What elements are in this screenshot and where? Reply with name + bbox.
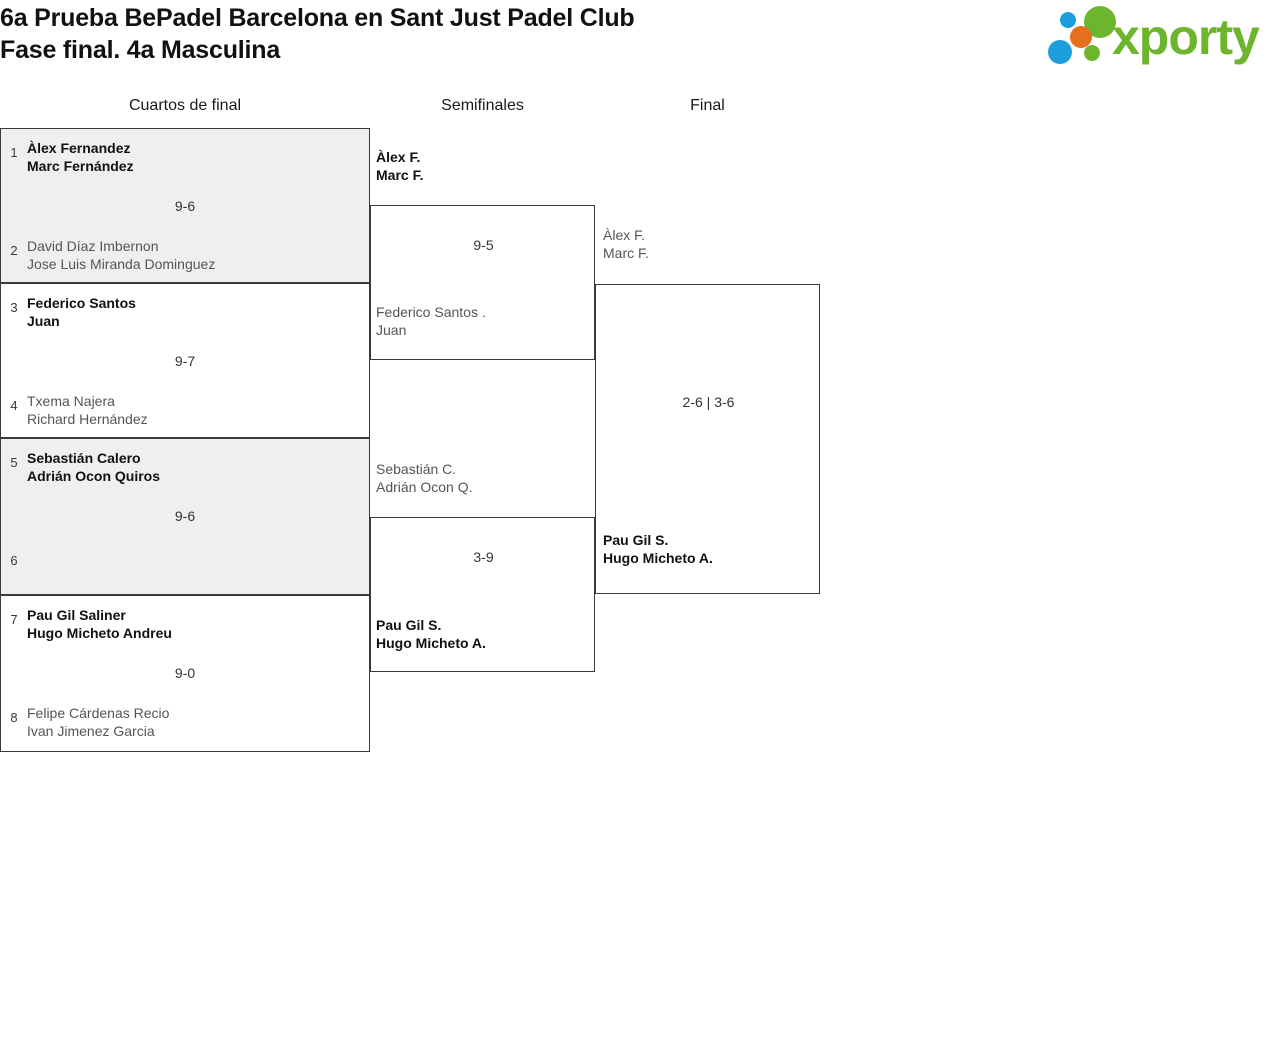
round-header-semifinals: Semifinales [441, 97, 524, 114]
semifinal-1-team-bottom: Federico Santos . Juan [376, 303, 591, 339]
player-name: Federico Santos . [376, 304, 486, 320]
match-score: 9-6 [174, 198, 196, 214]
final-team-top: Àlex F. Marc F. [603, 226, 818, 262]
tournament-title: 6a Prueba BePadel Barcelona en Sant Just… [0, 2, 960, 66]
team-top: Àlex Fernandez Marc Fernández [27, 139, 361, 175]
player-name: Pau Gil Saliner [27, 607, 126, 623]
seed-number: 4 [10, 398, 18, 413]
match-score: 9-0 [174, 665, 196, 681]
player-name: Pau Gil S. [603, 532, 669, 548]
logo-dot-green-small [1084, 45, 1100, 61]
xporty-logo[interactable]: xporty [1046, 6, 1276, 70]
player-name: Àlex F. [376, 149, 421, 165]
player-name: Pau Gil S. [376, 617, 442, 633]
player-name: Marc Fernández [27, 158, 134, 174]
match-score: 9-6 [174, 508, 196, 524]
player-name: Federico Santos [27, 295, 136, 311]
seed-number: 1 [10, 145, 18, 160]
seed-number: 2 [10, 243, 18, 258]
team-top: Pau Gil Saliner Hugo Micheto Andreu [27, 606, 361, 642]
match-score: 2-6 | 3-6 [682, 394, 735, 410]
player-name: Hugo Micheto A. [376, 635, 486, 651]
match-quarterfinal-1[interactable]: 1 Àlex Fernandez Marc Fernández 9-6 2 Da… [0, 128, 370, 283]
semifinal-2-team-top: Sebastián C. Adrián Ocon Q. [376, 460, 591, 496]
player-name: Adrián Ocon Q. [376, 479, 473, 495]
logo-wordmark: xporty [1112, 9, 1260, 65]
logo-dot-blue-small [1060, 12, 1076, 28]
seed-number: 5 [10, 455, 18, 470]
title-line-1: 6a Prueba BePadel Barcelona en Sant Just… [0, 4, 635, 32]
match-semifinal-1[interactable]: 9-5 [370, 205, 595, 360]
logo-dot-orange [1070, 26, 1092, 48]
match-semifinal-2[interactable]: 3-9 [370, 517, 595, 672]
player-name: Sebastián C. [376, 461, 457, 477]
team-bottom: Felipe Cárdenas Recio Ivan Jimenez Garci… [27, 704, 361, 740]
semifinal-1-team-top: Àlex F. Marc F. [376, 148, 591, 184]
player-name: Adrián Ocon Quiros [27, 468, 161, 484]
seed-number: 7 [10, 612, 18, 627]
round-header-final: Final [690, 97, 725, 114]
seed-number: 6 [10, 553, 18, 568]
team-bottom: David Díaz Imbernon Jose Luis Miranda Do… [27, 237, 361, 273]
semifinal-2-team-bottom: Pau Gil S. Hugo Micheto A. [376, 616, 591, 652]
match-quarterfinal-2[interactable]: 3 Federico Santos Juan 9-7 4 Txema Najer… [0, 283, 370, 438]
seed-number: 3 [10, 300, 18, 315]
player-name: Jose Luis Miranda Dominguez [27, 256, 216, 272]
page-header: 6a Prueba BePadel Barcelona en Sant Just… [0, 0, 1280, 86]
player-name: Juan [376, 322, 407, 338]
team-bottom: Txema Najera Richard Hernández [27, 392, 361, 428]
player-name: Marc F. [603, 245, 649, 261]
player-name: Hugo Micheto Andreu [27, 625, 172, 641]
player-name: Sebastián Calero [27, 450, 141, 466]
logo-dot-blue-large [1048, 40, 1072, 64]
player-name: Txema Najera [27, 393, 115, 409]
logo-dots-icon [1046, 6, 1124, 68]
round-header-quarterfinals: Cuartos de final [128, 97, 242, 114]
match-score: 3-9 [473, 549, 494, 565]
seed-number: 8 [10, 710, 18, 725]
player-name: Àlex F. [603, 227, 646, 243]
player-name: Juan [27, 313, 60, 329]
final-team-bottom: Pau Gil S. Hugo Micheto A. [603, 531, 818, 567]
match-score: 9-5 [473, 237, 494, 253]
match-quarterfinal-3[interactable]: 5 Sebastián Calero Adrián Ocon Quiros 9-… [0, 438, 370, 595]
player-name: David Díaz Imbernon [27, 238, 159, 254]
match-quarterfinal-4[interactable]: 7 Pau Gil Saliner Hugo Micheto Andreu 9-… [0, 595, 370, 752]
player-name: Ivan Jimenez Garcia [27, 723, 155, 739]
player-name: Marc F. [376, 167, 424, 183]
title-line-2: Fase final. 4a Masculina [0, 36, 281, 64]
player-name: Àlex Fernandez [27, 140, 131, 156]
player-name: Richard Hernández [27, 411, 148, 427]
player-name: Hugo Micheto A. [603, 550, 713, 566]
player-name: Felipe Cárdenas Recio [27, 705, 170, 721]
team-top: Federico Santos Juan [27, 294, 361, 330]
match-score: 9-7 [174, 353, 196, 369]
match-final[interactable]: 2-6 | 3-6 [595, 284, 820, 594]
team-top: Sebastián Calero Adrián Ocon Quiros [27, 449, 361, 485]
